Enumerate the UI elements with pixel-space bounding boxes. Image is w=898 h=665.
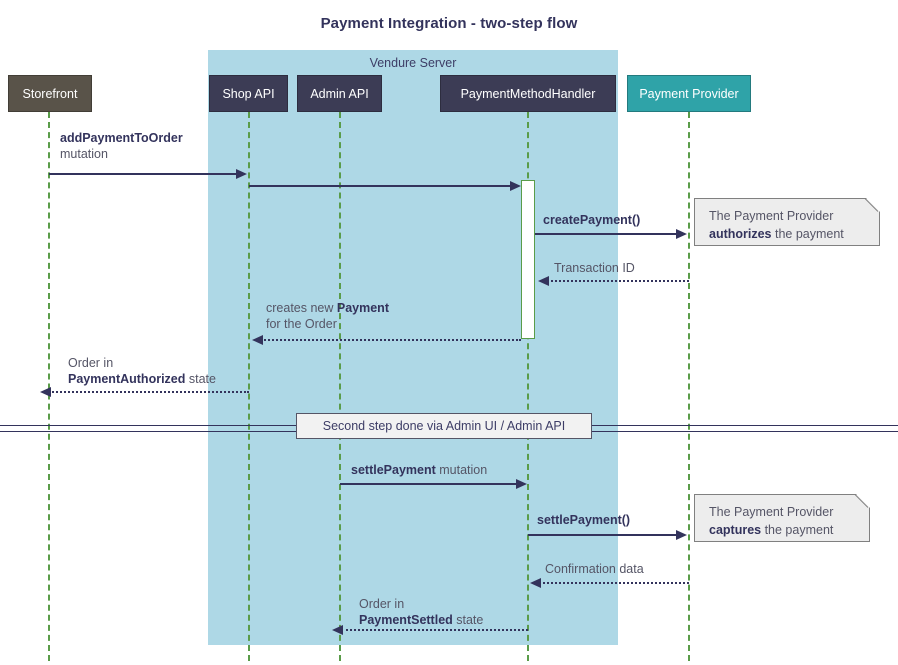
- message-line-add-payment-to-order: [49, 173, 237, 175]
- message-line-create-payment: [535, 233, 677, 235]
- arrow-head-order-payment-settled: [332, 625, 343, 635]
- message-line-transaction-id: [547, 280, 689, 282]
- lifeline-shop-api: [248, 112, 250, 661]
- message-line-order-payment-settled: [341, 629, 528, 631]
- participant-admin-api[interactable]: Admin API: [297, 75, 382, 112]
- participant-storefront[interactable]: Storefront: [8, 75, 92, 112]
- message-line-settle-payment-call: [528, 534, 677, 536]
- page-title: Payment Integration - two-step flow: [320, 15, 578, 32]
- arrow-head-add-payment-to-order: [236, 169, 247, 179]
- participant-shop-api[interactable]: Shop API: [209, 75, 288, 112]
- arrow-head-transaction-id: [538, 276, 549, 286]
- message-line-creates-new-payment: [261, 339, 521, 341]
- arrow-head-settle-payment-mutation: [516, 479, 527, 489]
- message-label-transaction-id: Transaction ID: [554, 261, 635, 275]
- arrow-head-creates-new-payment: [252, 335, 263, 345]
- participant-payment-provider[interactable]: Payment Provider: [627, 75, 751, 112]
- arrow-head-create-payment: [676, 229, 687, 239]
- activation-bar-1: [521, 180, 535, 339]
- message-label-settle-payment-mutation: settlePayment mutation: [351, 463, 488, 477]
- message-line-shop-api-to-handler: [249, 185, 511, 187]
- arrow-head-settle-payment-call: [676, 530, 687, 540]
- lifeline-paymentmethodhandler: [527, 112, 529, 661]
- lifeline-admin-api: [339, 112, 341, 661]
- message-line-settle-payment-mutation: [340, 483, 517, 485]
- lifeline-payment-provider: [688, 112, 690, 661]
- arrow-head-order-payment-authorized: [40, 387, 51, 397]
- message-label-confirmation-data: Confirmation data: [545, 562, 644, 576]
- note-fold-corner-icon: [856, 494, 870, 508]
- note-fold-corner-icon: [866, 198, 880, 212]
- message-line-order-payment-authorized: [49, 391, 249, 393]
- arrow-head-shop-api-to-handler: [510, 181, 521, 191]
- participant-paymentmethodhandler[interactable]: PaymentMethodHandler: [440, 75, 616, 112]
- lifeline-storefront: [48, 112, 50, 661]
- message-line-confirmation-data: [539, 582, 689, 584]
- message-label-create-payment: createPayment(): [543, 213, 641, 227]
- group-label: Vendure Server: [369, 56, 457, 70]
- divider-label: Second step done via Admin UI / Admin AP…: [296, 413, 592, 439]
- arrow-head-confirmation-data: [530, 578, 541, 588]
- message-label-settle-payment-call: settlePayment(): [537, 513, 631, 527]
- group-box-vendure-server: [208, 50, 618, 645]
